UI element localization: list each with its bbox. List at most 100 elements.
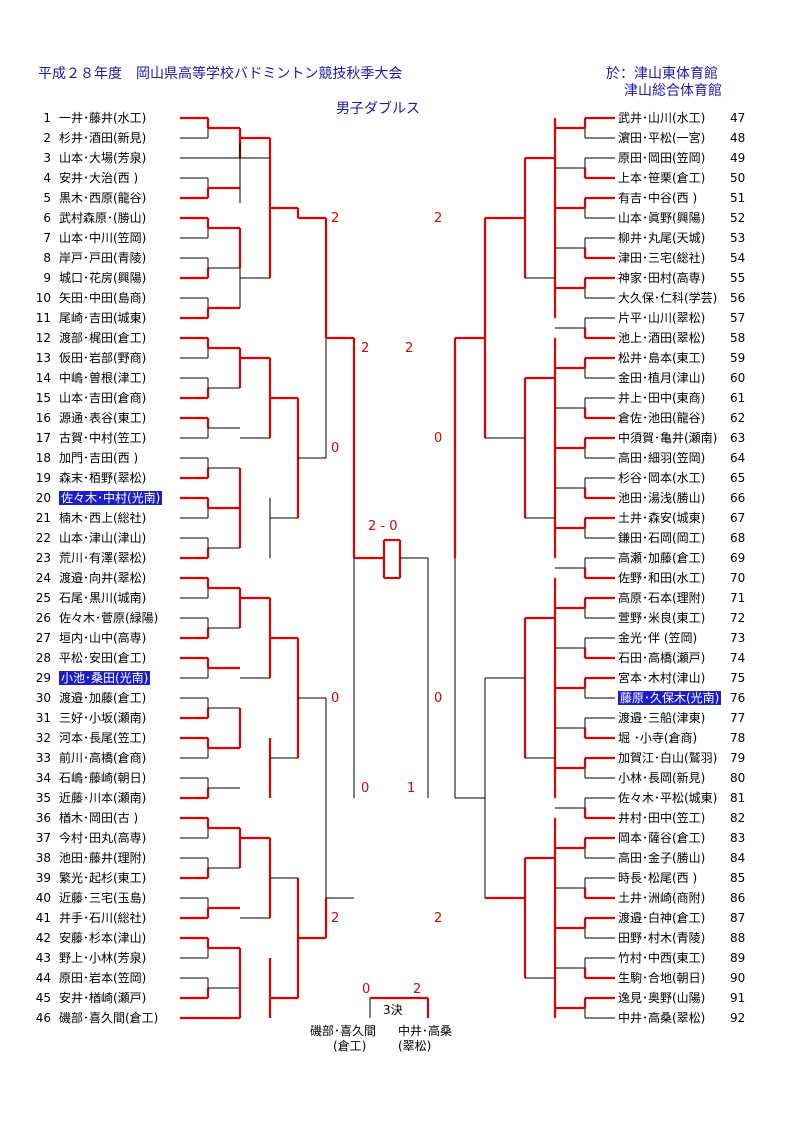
score-right-q4: 2 [434,911,443,926]
entry-row: 野上･小林(芳泉) [59,950,146,966]
entry-row: 加門･吉田(西 ) [59,450,138,466]
entry-number: 88 [730,931,746,945]
event-title: 男子ダブルス [336,101,420,117]
entry-name: 磯部･喜久間(倉工) [59,1011,159,1025]
entry-name: 武井･山川(水工) [618,111,706,125]
score-right-semi1: 2 [405,341,414,356]
entry-row: 大久保･仁科(学芸) [618,290,717,306]
entry-row: 小林･長岡(新見) [618,770,705,786]
entry-number: 18 [35,451,51,465]
entry-name: 三好･小坂(瀬南) [59,711,147,725]
entry-row: 石田･高橋(瀬戸) [618,650,705,666]
entry-row: 磯部･喜久間(倉工) [59,1010,158,1026]
entry-row: 加賀江･白山(鷲羽) [618,750,717,766]
entry-row: 井手･石川(総社) [59,910,146,926]
entry-number: 13 [35,351,51,365]
entry-number: 29 [35,671,51,685]
entry-number: 61 [730,391,746,405]
score-left-q4: 2 [331,911,340,926]
entry-row: 安藤･杉本(津山) [59,930,146,946]
entry-number: 63 [730,431,746,445]
entry-number: 16 [35,411,51,425]
entry-row: 石尾･黒川(城南) [59,590,146,606]
entry-number: 50 [730,171,746,185]
third-place-label: 3決 [383,1003,403,1017]
entry-row: 平松･安田(倉工) [59,650,146,666]
entry-number: 30 [35,691,51,705]
entry-name: 鎌田･石岡(岡工) [618,531,706,545]
entry-row: 原田･岩本(笠岡) [59,970,146,986]
entry-name: 杉谷･岡本(水工) [618,471,706,485]
entry-name: 高田･細羽(笠岡) [618,451,706,465]
entry-number: 54 [730,251,746,265]
entry-number: 45 [35,991,51,1005]
entry-row: 杉谷･岡本(水工) [618,470,705,486]
entry-row: 渡邉･向井(翠松) [59,570,146,586]
entry-number: 27 [35,631,51,645]
entry-number: 57 [730,311,746,325]
score-right-semi2: 1 [407,781,416,796]
entry-row: 佐々木･菅原(緑陽) [59,610,158,626]
entry-row: 原田･岡田(笠岡) [618,150,705,166]
entry-number: 39 [35,871,51,885]
entry-row: 濵田･平松(一宮) [618,130,705,146]
entry-name: 上本･笹栗(倉工) [618,171,706,185]
entry-row: 佐々木･中村(光南) [59,490,163,506]
entry-row: 渡邉･三船(津東) [618,710,705,726]
entry-row: 近藤･三宅(玉島) [59,890,146,906]
entry-number: 35 [35,791,51,805]
score-left-q2: 0 [331,441,340,456]
third-right-school: (翠松) [398,1039,432,1053]
entry-row: 堀 ･小寺(倉商) [618,730,697,746]
entry-number: 42 [35,931,51,945]
entry-row: 尾崎･吉田(城東) [59,310,146,326]
entry-number: 14 [35,371,51,385]
entry-name: 金光･伴 (笠岡) [618,631,698,645]
entry-row: 土井･森安(城東) [618,510,705,526]
entry-row: 中嶋･曽根(津工) [59,370,146,386]
entry-name: 石嶋･藤崎(朝日) [59,771,147,785]
entry-name: 中須賀･亀井(瀬南) [618,431,718,445]
score-left-q3: 0 [331,691,340,706]
entry-number: 73 [730,631,746,645]
entry-name: 高原･石本(理附) [618,591,706,605]
entry-number: 31 [35,711,51,725]
entry-name: 中嶋･曽根(津工) [59,371,147,385]
entry-name: 楢木･岡田(古 ) [59,811,139,825]
entry-number: 55 [730,271,746,285]
entry-number: 33 [35,751,51,765]
entry-row: 近藤･川本(瀬南) [59,790,146,806]
entry-number: 37 [35,831,51,845]
entry-number: 78 [730,731,746,745]
entry-name: 池田･湯浅(勝山) [618,491,706,505]
entry-name: 渡部･梶田(倉工) [59,331,147,345]
entry-number: 77 [730,711,746,725]
entry-number: 58 [730,331,746,345]
entry-name: 加賀江･白山(鷲羽) [618,751,718,765]
entry-name: 高田･金子(勝山) [618,851,706,865]
entry-name: 山本･眞野(興陽) [618,211,706,225]
entry-number: 28 [35,651,51,665]
entry-row: 津田･三宅(総社) [618,250,705,266]
entry-row: 岡本･薩谷(倉工) [618,830,705,846]
entry-number: 40 [35,891,51,905]
entry-name: 土井･森安(城東) [618,511,706,525]
entry-number: 25 [35,591,51,605]
entry-number: 72 [730,611,746,625]
entry-number: 71 [730,591,746,605]
entry-name: 前川･高橋(倉商) [59,751,147,765]
entry-row: 河本･長尾(笠工) [59,730,146,746]
entry-number: 64 [730,451,746,465]
entry-name: 杉井･酒田(新見) [59,131,147,145]
entry-name: 垣内･山中(高専) [59,631,147,645]
entry-name: 武村森原･(勝山) [59,211,147,225]
entry-number: 26 [35,611,51,625]
entry-number: 46 [35,1011,51,1025]
entry-number: 81 [730,791,746,805]
entry-number: 80 [730,771,746,785]
score-right-q1: 2 [434,211,443,226]
entry-row: 時長･松尾(西 ) [618,870,697,886]
entry-row: 佐野･和田(水工) [618,570,705,586]
entry-row: 武村森原･(勝山) [59,210,146,226]
entry-name: 渡邉･三船(津東) [618,711,706,725]
